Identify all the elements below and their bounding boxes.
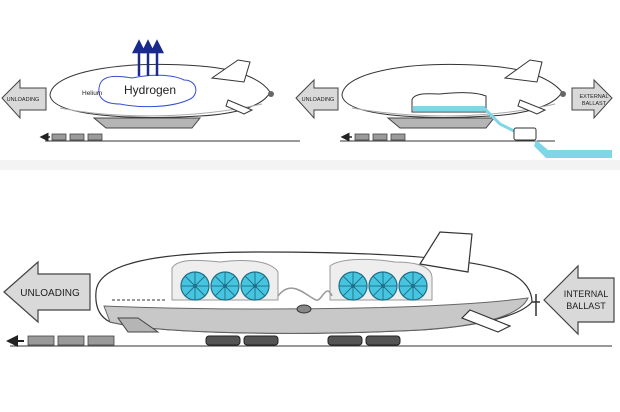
fan-icon	[368, 271, 398, 301]
unloading-arrow: UNLOADING	[295, 78, 339, 120]
hydrogen-label: Hydrogen	[124, 83, 176, 97]
landing-pads	[205, 335, 401, 346]
unloading-label: UNLOADING	[20, 288, 80, 299]
cargo-containers	[51, 133, 103, 141]
fan-group	[180, 271, 428, 301]
unloading-arrow: UNLOADING	[1, 78, 47, 120]
panel-3-internal-ballast: UNLOADING INTERNAL BALLAST	[3, 231, 615, 347]
external-ballast-arrow: EXTERNAL BALLAST	[571, 78, 613, 120]
unloading-label: UNLOADING	[302, 97, 335, 103]
gondola	[92, 117, 202, 129]
fan-icon	[240, 271, 270, 301]
tail-fin-top	[419, 231, 473, 273]
fan-icon	[180, 271, 210, 301]
water-level	[413, 106, 485, 111]
fan-icon	[338, 271, 368, 301]
hydrogen-vent-arrows	[131, 39, 165, 76]
fan-icon	[398, 271, 428, 301]
helium-label: Helium	[82, 90, 102, 97]
airship-hull	[341, 59, 566, 118]
ballast-line1: EXTERNAL	[579, 94, 608, 100]
internal-ballast-arrow: INTERNAL BALLAST	[543, 264, 615, 336]
tail-fin-bottom	[460, 309, 512, 333]
ballast-line1: INTERNAL	[564, 289, 609, 299]
airship-hull	[95, 231, 540, 334]
panel-2-external-ballast: UNLOADING EXTERNAL BALLAST	[295, 59, 613, 158]
ballast-hose	[482, 106, 517, 134]
unloading-arrow: UNLOADING	[3, 260, 91, 324]
fan-icon	[210, 271, 240, 301]
panel-separator	[0, 160, 620, 170]
cargo-ramp	[117, 317, 160, 333]
external-ballast-tank	[513, 127, 537, 141]
cargo-containers	[354, 133, 406, 141]
ballast-line2: BALLAST	[566, 301, 606, 311]
cargo-containers	[27, 335, 115, 346]
water-pool	[534, 140, 612, 158]
unloading-label: UNLOADING	[7, 97, 40, 103]
hydrogen-bag	[98, 74, 197, 108]
ballast-line2: BALLAST	[582, 101, 607, 107]
gondola	[386, 117, 496, 129]
internal-hose	[277, 287, 333, 301]
panel-1-hydrogen-release: UNLOADING Helium Hydrogen	[1, 39, 300, 142]
internal-pump	[296, 304, 312, 314]
